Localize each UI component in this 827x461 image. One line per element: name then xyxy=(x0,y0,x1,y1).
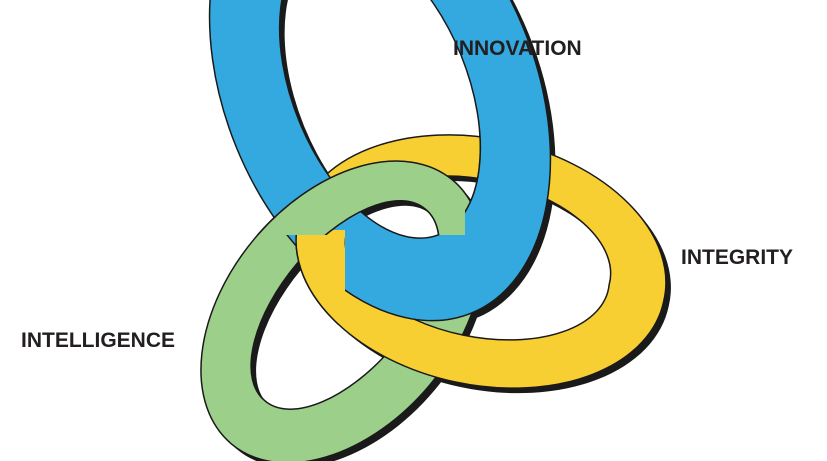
intelligence-label: INTELLIGENCE xyxy=(21,329,176,352)
integrity-label: INTEGRITY xyxy=(681,246,794,269)
innovation-label: INNOVATION xyxy=(453,37,582,60)
